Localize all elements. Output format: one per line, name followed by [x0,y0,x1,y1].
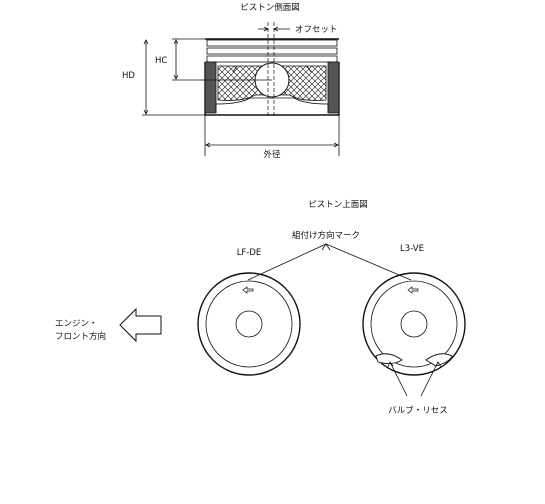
outer-diameter-label: 外径 [263,149,281,160]
right-assembly-mark-icon [407,286,419,294]
ring-land-1 [206,39,338,47]
hd-label: HD [122,71,135,81]
top-view-title: ピストン上面図 [308,200,368,210]
valve-recess-label: バルブ・リセス [388,405,448,416]
assembly-mark-label: 組付け方向マーク [292,230,360,241]
engine-front-arrow-icon [119,307,162,343]
right-piston-center [400,310,428,338]
piston-top-left [197,272,301,376]
ring-land-2 [206,47,338,55]
side-view-title: ピストン側面図 [240,2,300,13]
right-piston-outer [362,272,466,376]
right-piston-label: L3-VE [400,244,424,254]
offset-arrow-right [273,26,290,32]
left-piston-inner [205,280,293,368]
hc-label: HC [155,56,167,66]
left-piston-center [235,310,263,338]
skirt-arch [215,97,329,113]
right-piston-inner [370,280,458,368]
left-wall [204,61,217,114]
left-assembly-mark-icon [242,286,254,294]
engine-front-label-line1: エンジン・ [55,319,98,329]
piston-side-view [204,38,340,116]
left-piston-outer [197,272,301,376]
valve-leader-left [389,361,408,397]
offset-label: オフセット [295,25,338,35]
piston-top-right [362,272,466,376]
offset-arrow-left [258,26,269,32]
valve-recess-right [425,353,453,367]
assembly-leader-right [325,243,412,281]
valve-recess-left [375,353,403,365]
engine-front-label-line2: フロント方向 [55,331,106,342]
snap-ring-marks [232,65,312,73]
right-wall [327,61,340,114]
ring-land-3 [206,55,338,63]
valve-leader-right [420,361,439,397]
left-piston-label: LF-DE [237,248,262,258]
